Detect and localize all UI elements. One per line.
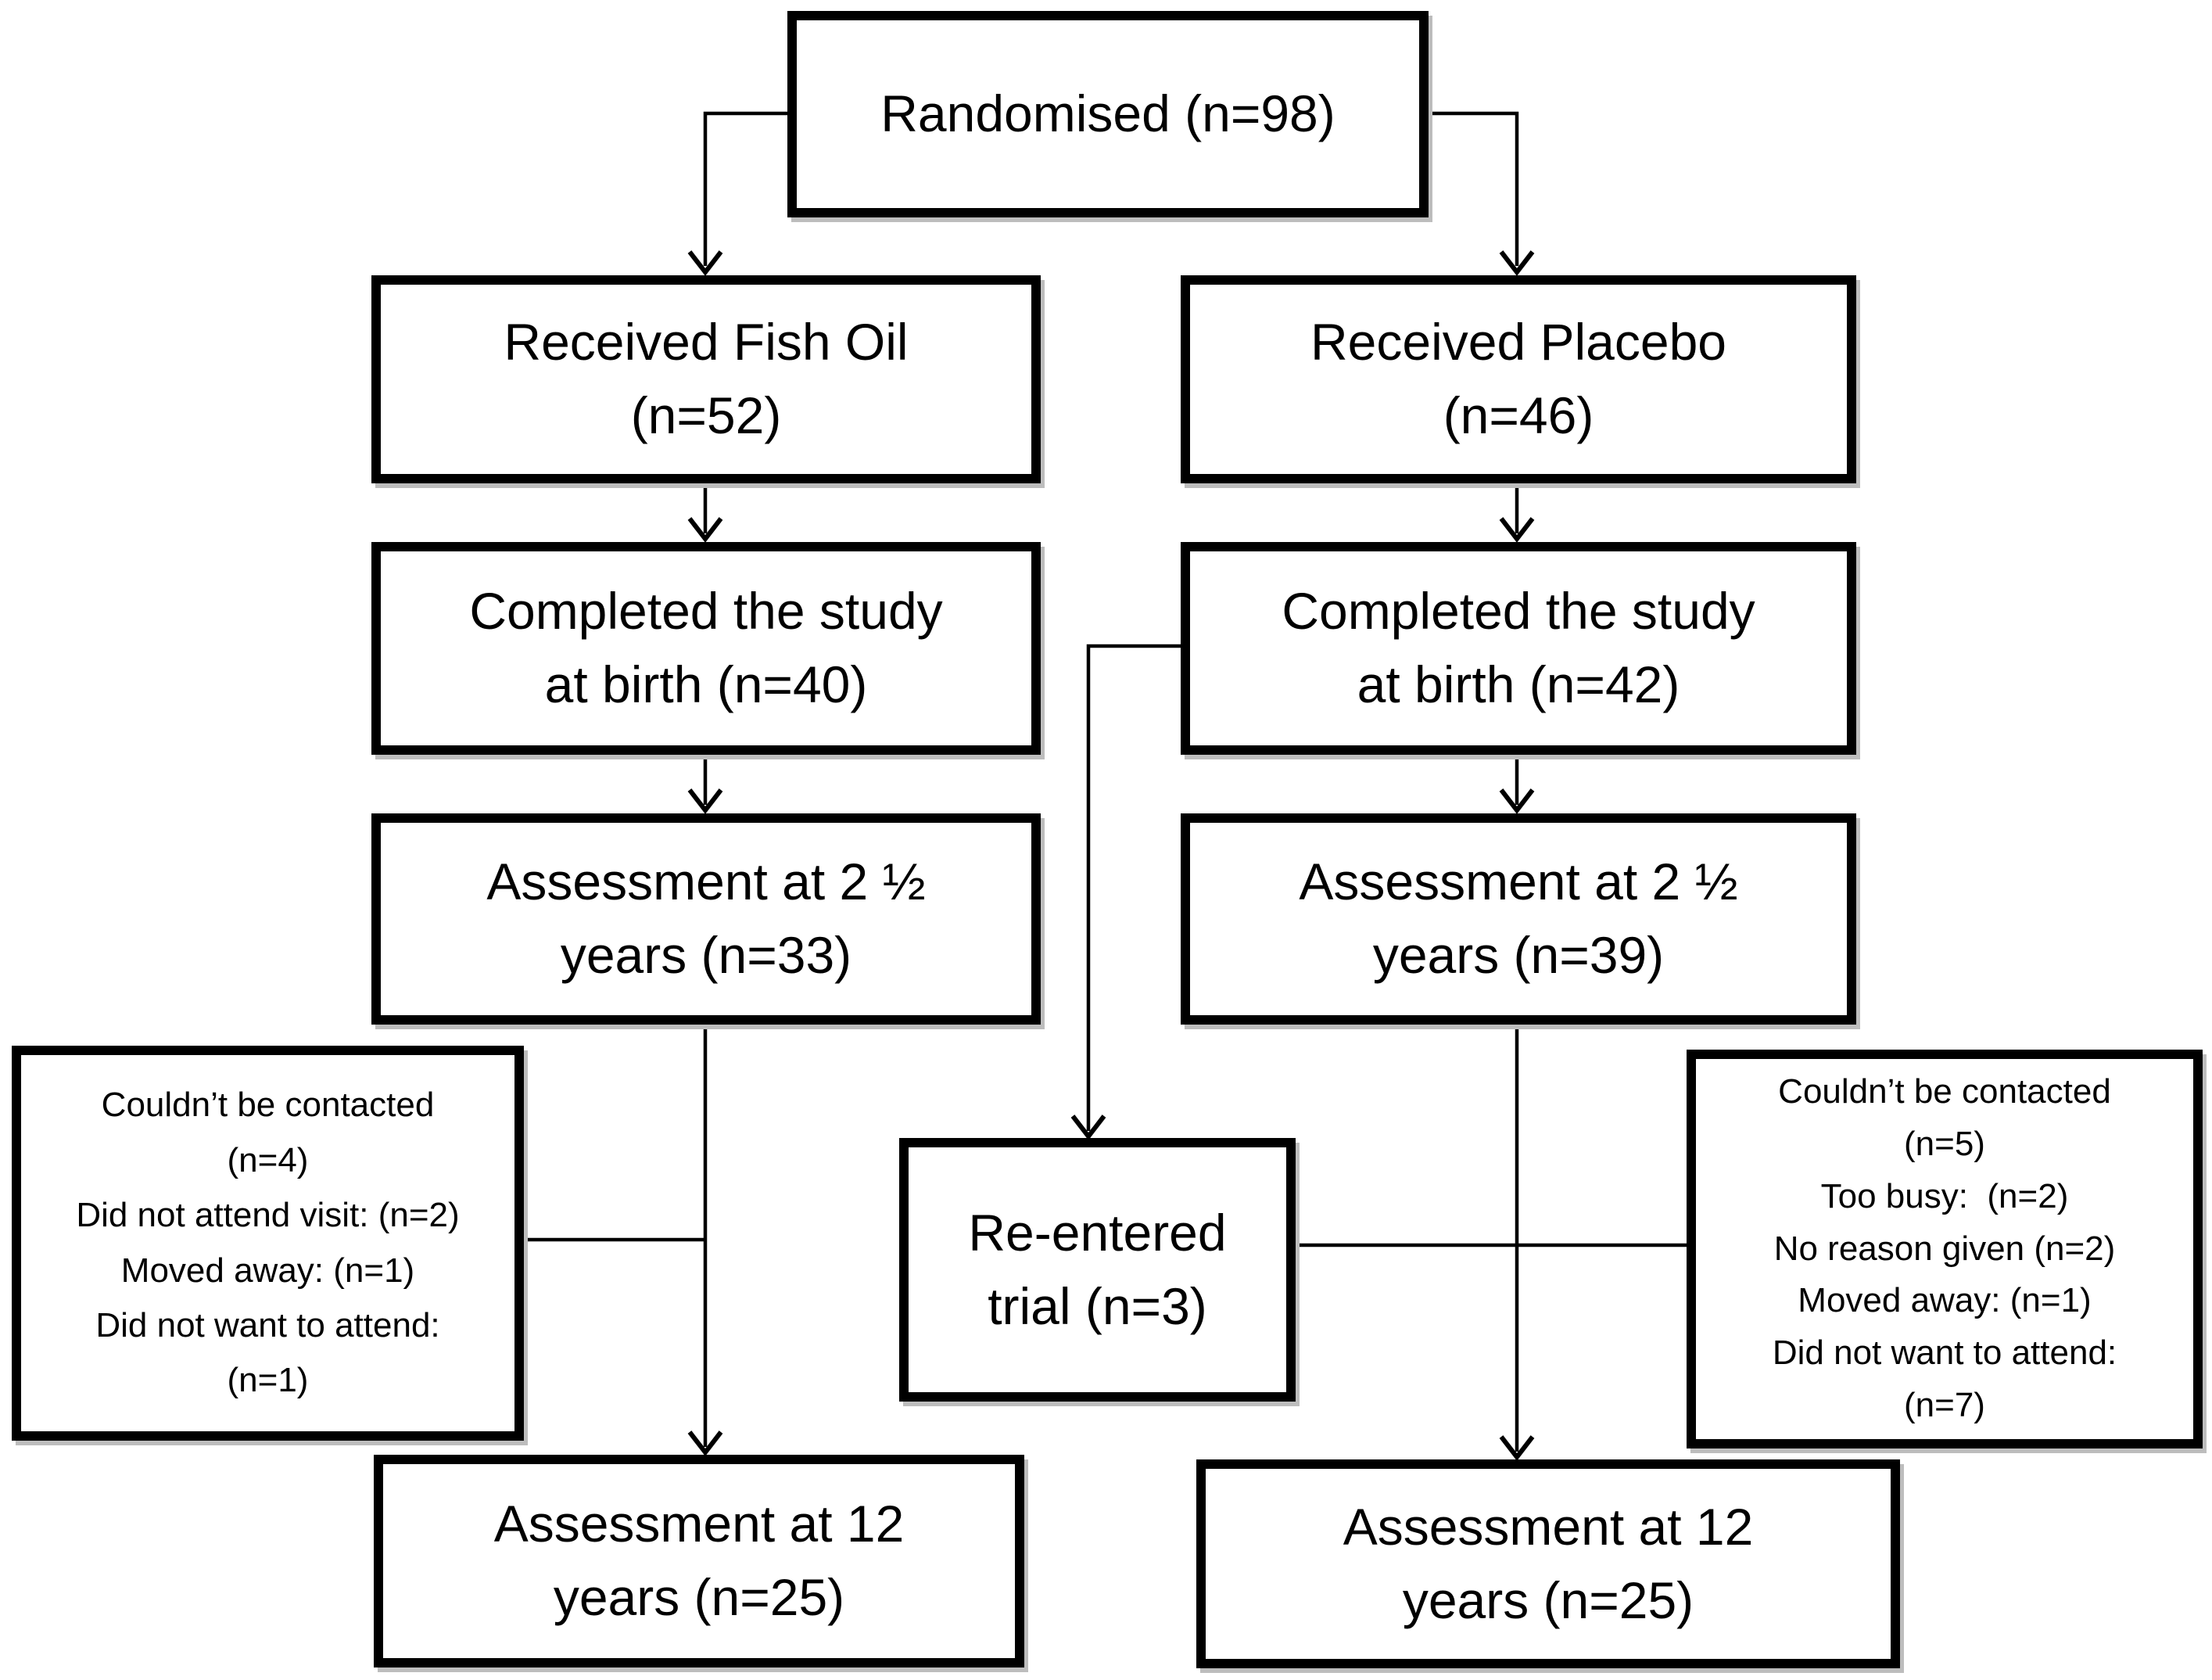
box-text-line: Assessment at 12 <box>1343 1497 1754 1556</box>
box-text-line: Did not attend visit: (n=2) <box>76 1196 460 1235</box>
connector-line <box>1429 111 1519 266</box>
box-text-line: (n=1) <box>227 1361 309 1400</box>
arrowhead-down-icon <box>1499 517 1535 543</box>
arrowhead-down-icon <box>687 250 723 276</box>
box-text-line: (n=4) <box>227 1140 309 1179</box>
box-text-line: at birth (n=40) <box>544 655 868 713</box>
box-assessment-12-fish-oil: Assessment at 12 years (n=25) <box>374 1455 1024 1667</box>
box-text-line: Completed the study <box>1282 582 1755 641</box>
box-text-line: years (n=33) <box>560 926 852 984</box>
box-text-line: (n=5) <box>1904 1124 1985 1163</box>
box-text-line: (n=46) <box>1443 386 1594 444</box>
arrowhead-down-icon <box>1499 1435 1535 1461</box>
box-randomised: Randomised (n=98) <box>787 11 1429 217</box>
box-text-line: Did not want to attend: <box>95 1305 440 1344</box>
box-text-line: Moved away: (n=1) <box>1798 1281 2092 1320</box>
box-text-line: at birth (n=42) <box>1357 655 1680 713</box>
box-reentered-trial: Re-entered trial (n=3) <box>899 1138 1296 1402</box>
box-completed-birth-fish-oil: Completed the study at birth (n=40) <box>371 542 1041 755</box>
box-text-line: Randomised (n=98) <box>880 84 1335 143</box>
box-text-line: (n=52) <box>630 386 782 444</box>
arrowhead-down-icon <box>687 517 723 543</box>
box-dropout-reasons-placebo: Couldn’t be contacted (n=5) Too busy: (n… <box>1687 1050 2203 1448</box>
box-text-line: Received Placebo <box>1310 313 1726 372</box>
box-text-line: (n=7) <box>1904 1386 1985 1425</box>
arrowhead-down-icon <box>687 1431 723 1456</box>
arrowhead-down-icon <box>1070 1115 1106 1140</box>
box-text-line: Re-entered <box>968 1203 1227 1262</box>
box-text-line: Completed the study <box>469 582 943 641</box>
box-text-line: Couldn’t be contacted <box>1778 1072 2111 1111</box>
box-text-line: years (n=25) <box>1402 1571 1694 1629</box>
box-text-line: No reason given (n=2) <box>1773 1229 2116 1268</box>
box-text-line: Moved away: (n=1) <box>120 1251 415 1290</box>
box-text-line: Assessment at 2 ½ <box>1299 853 1738 911</box>
box-text-line: Received Fish Oil <box>504 313 909 372</box>
box-text-line: trial (n=3) <box>988 1276 1207 1335</box>
connector-line <box>703 111 787 266</box>
box-assessment-12-placebo: Assessment at 12 years (n=25) <box>1196 1459 1900 1668</box>
arrowhead-down-icon <box>687 788 723 814</box>
box-text-line: Assessment at 12 <box>493 1495 905 1553</box>
arrowhead-down-icon <box>1499 788 1535 814</box>
box-completed-birth-placebo: Completed the study at birth (n=42) <box>1181 542 1856 755</box>
box-text-line: Did not want to attend: <box>1772 1334 2117 1373</box>
connector-line <box>1086 644 1181 1131</box>
box-dropout-reasons-fish-oil: Couldn’t be contacted (n=4) Did not atte… <box>12 1046 524 1441</box>
box-text-line: Couldn’t be contacted <box>101 1086 435 1125</box>
box-text-line: Assessment at 2 ½ <box>486 853 926 911</box>
arrowhead-down-icon <box>1499 250 1535 276</box>
box-text-line: Too busy: (n=2) <box>1820 1176 2069 1215</box>
box-assessment-2half-placebo: Assessment at 2 ½ years (n=39) <box>1181 813 1856 1025</box>
box-assessment-2half-fish-oil: Assessment at 2 ½ years (n=33) <box>371 813 1041 1025</box>
box-text-line: years (n=39) <box>1372 926 1665 984</box>
box-received-fish-oil: Received Fish Oil (n=52) <box>371 275 1041 483</box>
box-text-line: years (n=25) <box>553 1568 845 1626</box>
box-received-placebo: Received Placebo (n=46) <box>1181 275 1856 483</box>
